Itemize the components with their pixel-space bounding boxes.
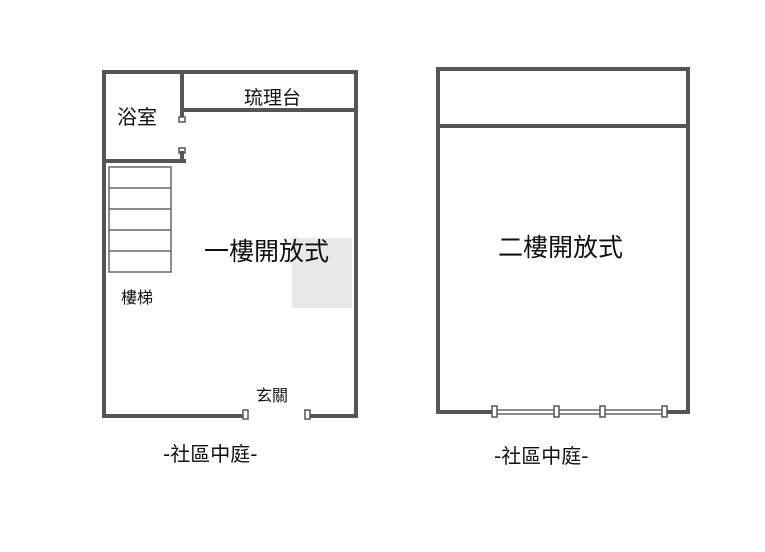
window-post bbox=[661, 405, 668, 418]
counter-label: 琉理台 bbox=[244, 87, 301, 109]
entrance-label: 玄關 bbox=[256, 386, 288, 405]
floor1-outer-wall bbox=[102, 70, 358, 418]
stair-outline bbox=[108, 166, 172, 273]
floor1-courtyard-label: -社區中庭- bbox=[163, 442, 257, 466]
bathroom-door-post-top bbox=[178, 116, 186, 123]
floor2-window bbox=[491, 405, 668, 418]
window-post bbox=[553, 405, 560, 418]
stairs-label: 樓梯 bbox=[121, 288, 153, 307]
watermark-logo bbox=[292, 238, 352, 308]
staircase bbox=[108, 166, 172, 273]
floor1-open-space-label: 一樓開放式 bbox=[204, 237, 329, 266]
window-post bbox=[599, 405, 606, 418]
floor2-plan: 二樓開放式 -社區中庭- bbox=[436, 67, 690, 468]
entrance-door-post-right bbox=[304, 409, 311, 420]
entrance-door-post-left bbox=[242, 409, 249, 420]
floor2-outer-wall bbox=[436, 67, 690, 414]
window-post bbox=[491, 405, 498, 418]
floor1-plan: 浴室 琉理台 一樓開放式 樓梯 玄關 -社區中庭- bbox=[102, 70, 358, 466]
floor2-courtyard-label: -社區中庭- bbox=[494, 444, 588, 468]
bathroom-label: 浴室 bbox=[117, 105, 157, 129]
floor2-open-space-label: 二樓開放式 bbox=[498, 233, 623, 262]
